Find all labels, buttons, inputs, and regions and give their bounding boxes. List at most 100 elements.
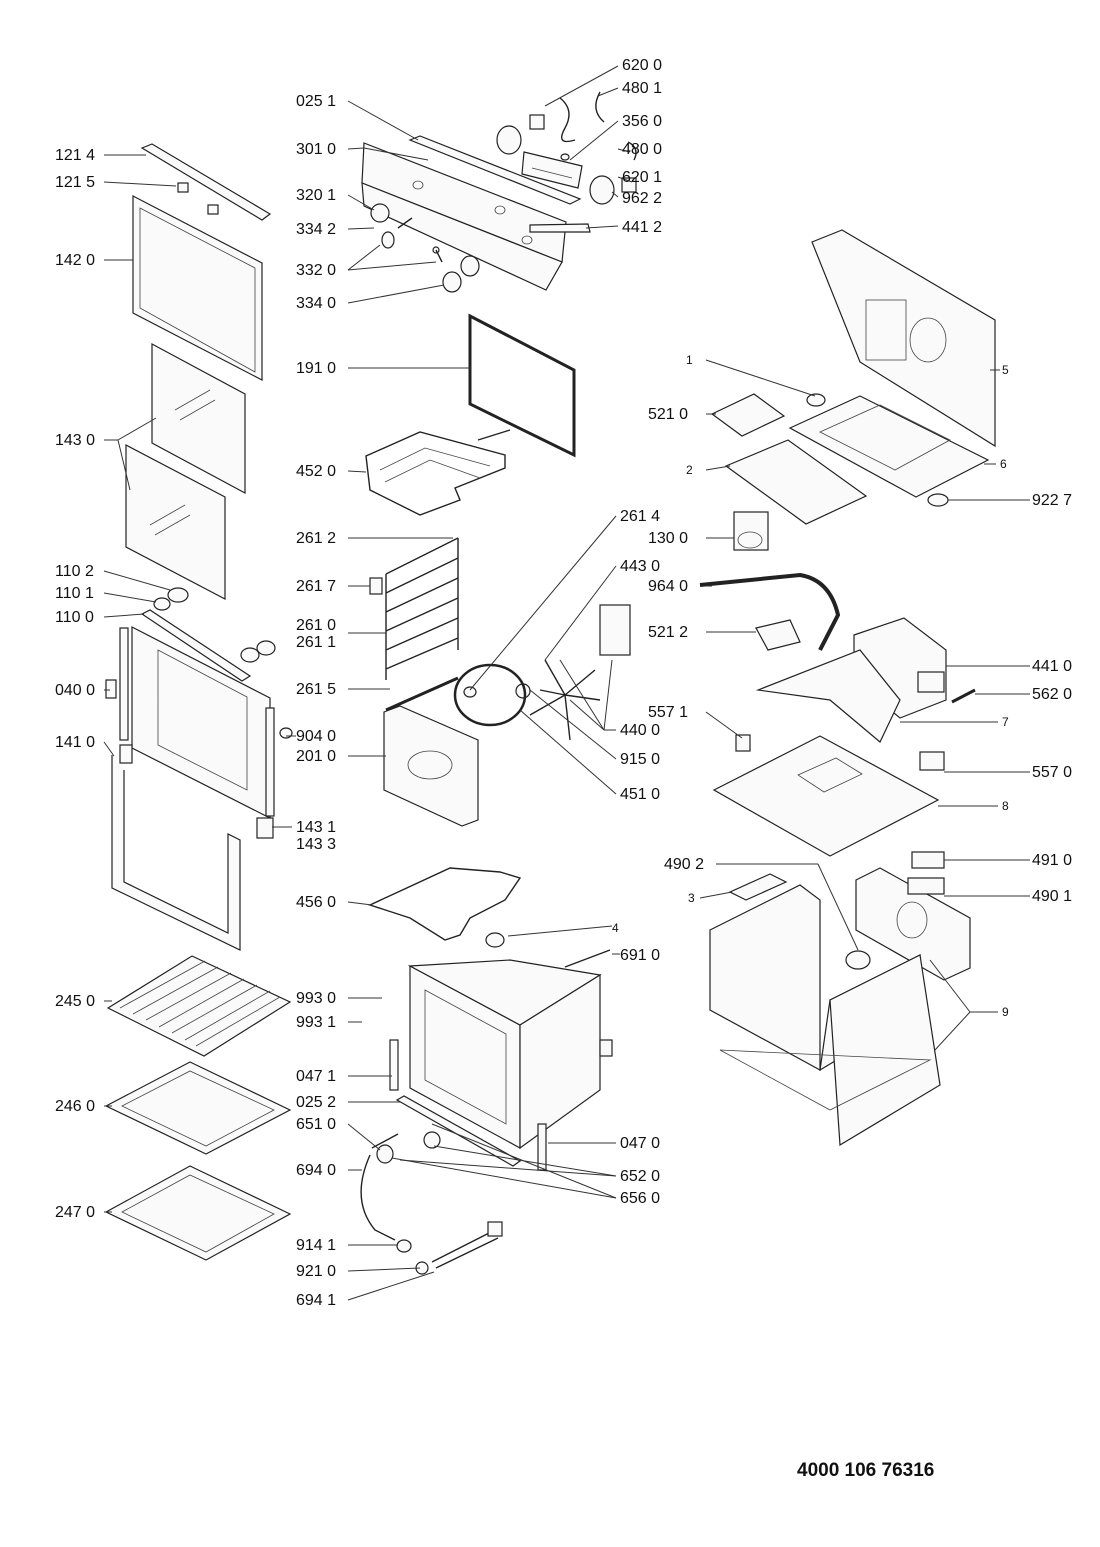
label-201-0: 201 0: [296, 748, 336, 765]
label-557-1: 557 1: [648, 704, 688, 721]
control-panel-front: [361, 182, 563, 291]
part-drawings: [104, 91, 996, 1275]
hinge-clip: [177, 182, 189, 193]
label-4: 4: [612, 921, 619, 935]
switch-body-2: [621, 177, 637, 193]
seal-ring: [927, 493, 949, 507]
label-651-0: 651 0: [296, 1116, 336, 1133]
label-245-0: 245 0: [55, 993, 95, 1010]
label-040-0: 040 0: [55, 682, 95, 699]
disc: [167, 587, 189, 603]
air-duct: [699, 572, 841, 651]
cooling-fan-motor: [733, 511, 769, 551]
label-964-0: 964 0: [648, 578, 688, 595]
label-652-0: 652 0: [620, 1168, 660, 1185]
label-356-0: 356 0: [622, 113, 662, 130]
label-620-1: 620 1: [622, 169, 662, 186]
label-440-0: 440 0: [620, 722, 660, 739]
door-hinge-right: [265, 707, 275, 817]
knob-3: [460, 255, 480, 277]
label-557-0: 557 0: [1032, 764, 1072, 781]
grommet: [396, 1239, 412, 1253]
label-110-1: 110 1: [55, 585, 94, 602]
label-261-0: 261 0: [296, 617, 336, 634]
door-gasket-frame: [111, 755, 241, 951]
label-1: 1: [686, 353, 693, 367]
bottom-plate: [712, 735, 940, 857]
disc-right: [240, 647, 260, 663]
label-301-0: 301 0: [296, 141, 336, 158]
label-143-3: 143 3: [296, 836, 336, 853]
grill-element: [365, 431, 506, 516]
label-025-1: 025 1: [296, 93, 336, 110]
oven-gasket: [468, 313, 576, 458]
hinge-block: [119, 744, 133, 764]
label-047-1: 047 1: [296, 1068, 336, 1085]
knob-shaft: [381, 231, 395, 249]
label-334-2: 334 2: [296, 221, 336, 238]
disc-right-2: [256, 640, 276, 656]
wire-harness: [559, 97, 576, 143]
disc-small: [153, 597, 171, 611]
label-246-0: 246 0: [55, 1098, 95, 1115]
circular-element: [453, 663, 527, 727]
label-2: 2: [686, 463, 693, 477]
label-922-7: 922 7: [1032, 492, 1072, 509]
outer-chassis: [709, 884, 821, 1072]
terminal-block: [911, 851, 945, 869]
door-hinge-left: [119, 627, 129, 741]
support-bracket: [755, 649, 901, 743]
label-480-1: 480 1: [622, 80, 662, 97]
label-3: 3: [688, 891, 695, 905]
part-labels: 620 0 480 1 356 0 480 0 620 1 962 2 441 …: [55, 57, 1072, 1309]
label-451-0: 451 0: [620, 786, 660, 803]
label-993-0: 993 0: [296, 990, 336, 1007]
door-top-trim: [140, 143, 272, 221]
thermostat-2: [919, 751, 945, 771]
label-9: 9: [1002, 1005, 1009, 1019]
label-441-2: 441 2: [622, 219, 662, 236]
display-board: [521, 151, 583, 189]
power-plug: [487, 1221, 503, 1237]
label-562-0: 562 0: [1032, 686, 1072, 703]
door-handle-bar: [140, 609, 252, 682]
label-110-2: 110 2: [55, 563, 94, 580]
label-491-0: 491 0: [1032, 852, 1072, 869]
knob: [370, 203, 390, 223]
label-904-0: 904 0: [296, 728, 336, 745]
fan-nut: [463, 686, 477, 698]
cooling-plate: [788, 395, 990, 498]
selector-switch-2: [589, 175, 615, 205]
label-334-0: 334 0: [296, 295, 336, 312]
label-7: 7: [1002, 715, 1009, 729]
label-452-0: 452 0: [296, 463, 336, 480]
label-142-0: 142 0: [55, 252, 95, 269]
label-320-1: 320 1: [296, 187, 336, 204]
top-housing: [811, 229, 996, 448]
label-247-0: 247 0: [55, 1204, 95, 1221]
label-691-0: 691 0: [620, 947, 660, 964]
drip-tray: [104, 1165, 292, 1261]
label-143-1: 143 1: [296, 819, 336, 836]
label-993-1: 993 1: [296, 1014, 336, 1031]
hinge-clip-2: [207, 204, 219, 215]
label-332-0: 332 0: [296, 262, 336, 279]
gasket-ring: [806, 393, 826, 407]
label-261-2: 261 2: [296, 530, 336, 547]
selector-switch: [496, 125, 522, 155]
capacitor: [728, 873, 788, 901]
label-8: 8: [1002, 799, 1009, 813]
thermostat: [485, 932, 505, 948]
label-6: 6: [1000, 457, 1007, 471]
label-443-0: 443 0: [620, 558, 660, 575]
outer-chassis-right: [829, 954, 941, 1147]
safety-thermostat: [735, 734, 751, 752]
panel-strip-lower: [529, 223, 591, 233]
fan-motor: [599, 604, 631, 656]
cavity-clip: [599, 1039, 613, 1057]
label-121-5: 121 5: [55, 174, 95, 191]
bottom-trim-strip: [395, 1095, 522, 1167]
label-521-0: 521 0: [648, 406, 688, 423]
label-141-0: 141 0: [55, 734, 95, 751]
